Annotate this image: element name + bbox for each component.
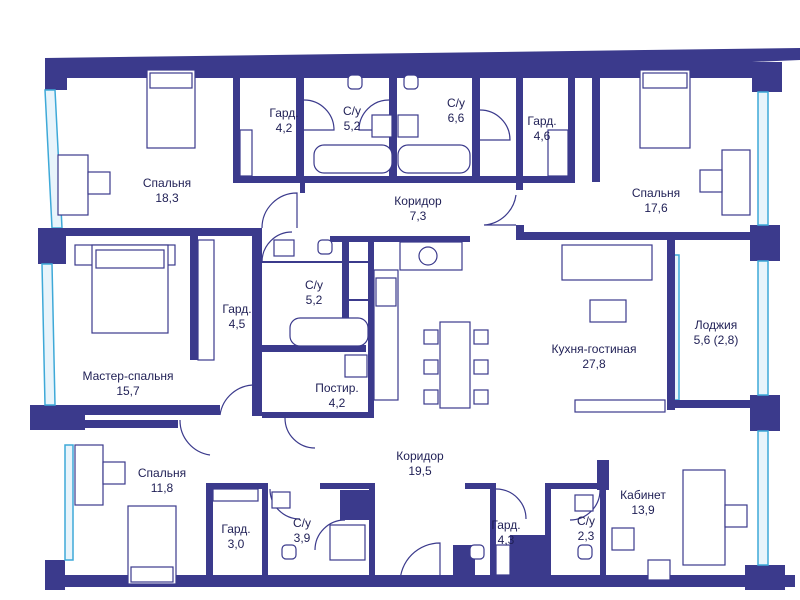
- room-area: 11,8: [150, 481, 174, 495]
- room-label-wardrobe-2: Гард. 4,6: [527, 114, 556, 144]
- room-label-bathroom-3: С/у 5,2: [305, 278, 323, 308]
- room-area: 13,9: [631, 503, 655, 517]
- room-name: Гард.: [221, 522, 251, 536]
- room-name: С/у: [577, 514, 595, 528]
- room-area: 27,8: [582, 357, 606, 371]
- room-name: Мастер-спальня: [82, 369, 174, 383]
- room-area: 4,5: [228, 317, 246, 331]
- room-area: 2,3: [577, 529, 595, 543]
- room-area: 18,3: [155, 191, 179, 205]
- room-label-master-bedroom: Мастер-спальня 15,7: [82, 369, 173, 399]
- room-label-wardrobe-1: Гард. 4,2: [269, 106, 298, 136]
- room-label-kitchen-living: Кухня-гостиная 27,8: [552, 342, 637, 372]
- room-area: 5,2: [343, 119, 361, 133]
- room-label-wardrobe-3: Гард. 4,5: [222, 302, 251, 332]
- furniture: [57, 69, 751, 585]
- room-name: С/у: [447, 96, 465, 110]
- room-area: 4,6: [533, 129, 551, 143]
- room-name: Спальня: [142, 176, 192, 190]
- room-name: Постир.: [315, 381, 359, 395]
- room-name: Гард.: [491, 518, 521, 532]
- room-area: 4,2: [328, 396, 346, 410]
- room-name: Кухня-гостиная: [551, 342, 637, 356]
- doors: [179, 99, 601, 584]
- room-name: Гард.: [269, 106, 299, 120]
- room-label-wardrobe-5: Гард. 4,3: [491, 518, 520, 548]
- room-label-office: Кабинет 13,9: [620, 488, 666, 518]
- room-name: Коридор: [394, 194, 442, 208]
- room-label-bathroom-5: С/у 2,3: [577, 514, 595, 544]
- room-name: Лоджия: [694, 318, 738, 332]
- room-label-bedroom-ne: Спальня 17,6: [632, 186, 680, 216]
- room-name: С/у: [305, 278, 323, 292]
- room-area: 4,2: [275, 121, 293, 135]
- room-name: Гард.: [222, 302, 252, 316]
- room-area: 19,5: [408, 464, 432, 478]
- room-label-loggia: Лоджия 5,6 (2,8): [694, 318, 739, 348]
- room-area: 7,3: [409, 209, 427, 223]
- room-area: 3,9: [293, 531, 311, 545]
- room-label-wardrobe-4: Гард. 3,0: [221, 522, 250, 552]
- room-area: 4,3: [497, 533, 515, 547]
- room-name: С/у: [343, 104, 361, 118]
- room-area: 5,2: [305, 293, 323, 307]
- room-label-corridor-top: Коридор 7,3: [394, 194, 441, 224]
- room-label-bathroom-1: С/у 5,2: [343, 104, 361, 134]
- room-name: Спальня: [631, 186, 681, 200]
- interior-walls: [40, 70, 776, 585]
- room-name: Коридор: [396, 449, 444, 463]
- room-label-bathroom-2: С/у 6,6: [447, 96, 465, 126]
- room-area: 6,6: [447, 111, 465, 125]
- room-area: 17,6: [644, 201, 668, 215]
- room-name: Кабинет: [620, 488, 666, 502]
- room-name: Спальня: [137, 466, 187, 480]
- room-label-bedroom-sw: Спальня 11,8: [138, 466, 186, 496]
- room-label-laundry: Постир. 4,2: [315, 381, 359, 411]
- room-label-bedroom-nw: Спальня 18,3: [143, 176, 191, 206]
- room-name: С/у: [293, 516, 311, 530]
- room-area: 5,6 (2,8): [693, 333, 739, 347]
- room-label-corridor-main: Коридор 19,5: [396, 449, 443, 479]
- room-area: 3,0: [227, 537, 245, 551]
- room-label-bathroom-4: С/у 3,9: [293, 516, 311, 546]
- room-name: Гард.: [527, 114, 557, 128]
- room-area: 15,7: [116, 384, 140, 398]
